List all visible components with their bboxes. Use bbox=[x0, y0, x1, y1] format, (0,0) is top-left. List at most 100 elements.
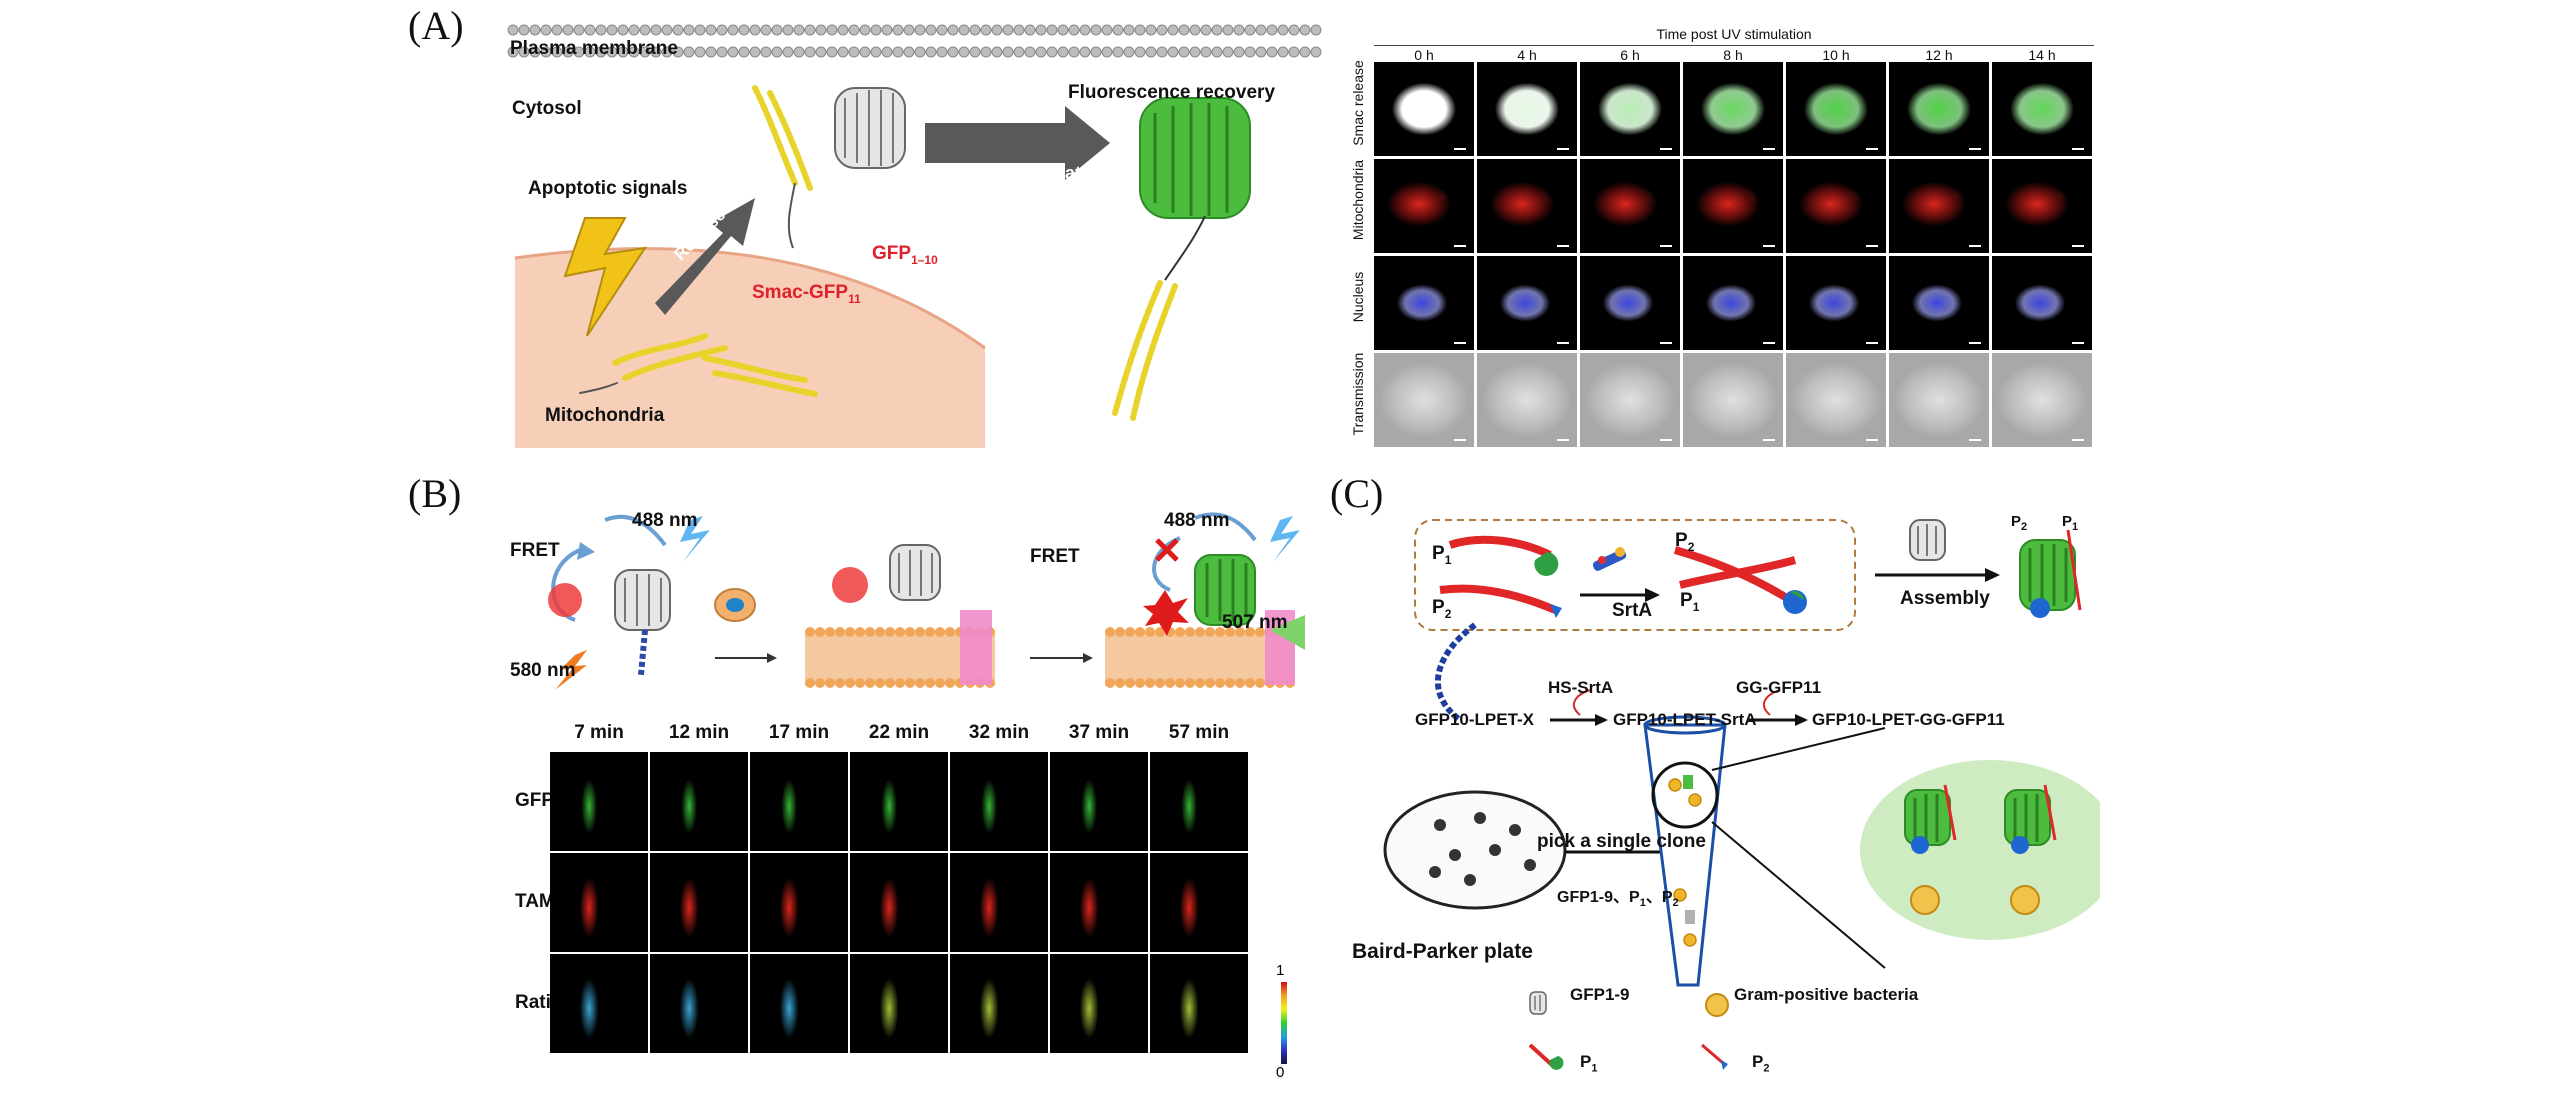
membrane-icon bbox=[1105, 610, 1295, 688]
panel-a-label: (A) bbox=[408, 3, 464, 48]
legend-p1-label: P1 bbox=[1580, 1052, 1598, 1075]
released-helix-icon bbox=[752, 85, 813, 191]
plasma-membrane-bilayer bbox=[507, 24, 1322, 58]
micrograph-cell bbox=[1150, 752, 1248, 851]
legend-bacteria-label: Gram-positive bacteria bbox=[1734, 985, 1919, 1004]
ratio-color-scale bbox=[1281, 982, 1287, 1064]
legend-gfp19-icon bbox=[1529, 991, 1547, 1015]
p1-ribbon-icon bbox=[1448, 535, 1552, 559]
wavelength-488-label: 488 nm bbox=[632, 510, 698, 531]
gfp-barrel-green-icon bbox=[1904, 784, 1957, 854]
fluorescence-glow bbox=[1860, 760, 2100, 940]
gfp-barrel-green-icon bbox=[1139, 97, 1251, 281]
step1-label: GFP10-LPET-X bbox=[1415, 710, 1535, 729]
timepoint-header: 12 min bbox=[668, 722, 730, 743]
timepoint-header: 6 h bbox=[1620, 47, 1640, 63]
legend-bacteria-icon bbox=[1705, 993, 1729, 1017]
micrograph-cell bbox=[850, 954, 948, 1053]
quenched-dye-icon bbox=[1143, 590, 1189, 636]
bacteria-icon bbox=[1910, 885, 1940, 915]
row-label: Transmission bbox=[1350, 352, 1366, 436]
gfp-barrel-gray-icon bbox=[834, 87, 906, 169]
row-label: Smac release bbox=[1350, 60, 1366, 146]
micrograph-cell bbox=[1374, 353, 1474, 447]
gfp-barrel-green-icon bbox=[2004, 784, 2057, 854]
complementation-label: Complementation bbox=[956, 163, 1109, 183]
micrograph-cell bbox=[1992, 256, 2092, 350]
lightning-icon bbox=[563, 217, 648, 337]
micrograph-cell bbox=[1580, 159, 1680, 253]
timepoint-header: 22 min bbox=[868, 722, 930, 743]
legend-p2-label: P2 bbox=[1752, 1052, 1770, 1075]
gfp-barrel-green-icon bbox=[2019, 529, 2082, 618]
timepoint-header: 7 min bbox=[574, 722, 624, 743]
row-label: GFP bbox=[515, 790, 555, 811]
micrograph-cell bbox=[1580, 353, 1680, 447]
assembled-p2-label: P2 bbox=[2011, 513, 2028, 533]
fused-helix-icon bbox=[1112, 280, 1178, 421]
micrograph-cell bbox=[550, 752, 648, 851]
step3-label: GFP10-LPET-GG-GFP11 bbox=[1812, 710, 2005, 729]
plate-label: Baird-Parker plate bbox=[1352, 940, 1533, 963]
micrograph-cell bbox=[1150, 853, 1248, 952]
legend-gfp19-label: GFP1-9 bbox=[1570, 985, 1630, 1004]
mitochondria-shape bbox=[515, 248, 985, 448]
micrograph-cell bbox=[1050, 752, 1148, 851]
micrograph-cell bbox=[1683, 256, 1783, 350]
joined-p2-label: P2 bbox=[1675, 530, 1695, 554]
tamra-dye-icon bbox=[548, 583, 582, 617]
p2-ribbon-icon bbox=[1439, 584, 1557, 614]
mitochondria-label: Mitochondria bbox=[545, 405, 665, 426]
gg-gfp11-label: GG-GFP11 bbox=[1736, 678, 1822, 697]
cytosol-label: Cytosol bbox=[512, 98, 582, 119]
micrograph-cell bbox=[750, 853, 848, 952]
micrograph-cell bbox=[1683, 62, 1783, 156]
baird-parker-plate-icon bbox=[1383, 790, 1567, 910]
micrograph-cell bbox=[750, 752, 848, 851]
micrograph-cell bbox=[850, 752, 948, 851]
release-arrow-icon bbox=[655, 198, 755, 315]
micrograph-cell bbox=[1683, 353, 1783, 447]
micrograph-cell bbox=[1050, 954, 1148, 1053]
pick-clone-label: pick a single clone bbox=[1537, 831, 1706, 852]
micrograph-cell bbox=[950, 752, 1048, 851]
timepoint-header: 8 h bbox=[1723, 47, 1743, 63]
micrograph-cell bbox=[1786, 62, 1886, 156]
micrograph-cell bbox=[1889, 256, 1989, 350]
micrograph-cell bbox=[550, 853, 648, 952]
legend-p2-icon bbox=[1701, 1043, 1724, 1065]
legend-p1-icon bbox=[1528, 1043, 1554, 1067]
micrograph-cell bbox=[850, 853, 948, 952]
micrograph-cell bbox=[1786, 159, 1886, 253]
timepoint-header: 14 h bbox=[2028, 47, 2056, 63]
micrograph-cell bbox=[1683, 159, 1783, 253]
micrograph-cell bbox=[1477, 256, 1577, 350]
row-label: Mitochondria bbox=[1350, 159, 1366, 241]
emission-icon bbox=[1270, 615, 1305, 650]
membrane-icon bbox=[805, 610, 995, 688]
smac-gfp11-label: Smac-GFP11 bbox=[752, 282, 861, 306]
timepoint-header: 57 min bbox=[1168, 722, 1230, 743]
joined-p1-label: P1 bbox=[1680, 590, 1700, 614]
grid-title: Time post UV stimulation bbox=[1656, 26, 1812, 42]
panel-b-schematic bbox=[548, 512, 1305, 690]
panel-c-label: (C) bbox=[1330, 471, 1384, 516]
p1-label: P1 bbox=[1432, 543, 1452, 567]
p2-label: P2 bbox=[1432, 597, 1452, 621]
scale-max-label: 1 bbox=[1276, 962, 1285, 979]
step2-label: GFP10-LPET-SrtA bbox=[1613, 710, 1757, 729]
micrograph-cell bbox=[650, 752, 748, 851]
complementation-arrow-icon bbox=[925, 106, 1110, 180]
apoptotic-signals-label: Apoptotic signals bbox=[528, 178, 688, 199]
laser-orange-icon bbox=[555, 650, 587, 690]
row-label: Nucleus bbox=[1350, 271, 1366, 323]
fluorescence-recovery-label: Fluorescence recovery bbox=[1068, 82, 1276, 103]
srta-label: SrtA bbox=[1612, 600, 1653, 621]
panel-b-label: (B) bbox=[408, 471, 462, 516]
fret-label-2: FRET bbox=[1030, 546, 1080, 567]
hs-srta-label: HS-SrtA bbox=[1548, 678, 1614, 697]
wavelength-580-label: 580 nm bbox=[510, 660, 576, 681]
assembly-label: Assembly bbox=[1900, 588, 1990, 609]
gfp-barrel-gray-icon bbox=[1909, 519, 1946, 561]
gfp1-10-label: GFP1–10 bbox=[872, 243, 938, 267]
